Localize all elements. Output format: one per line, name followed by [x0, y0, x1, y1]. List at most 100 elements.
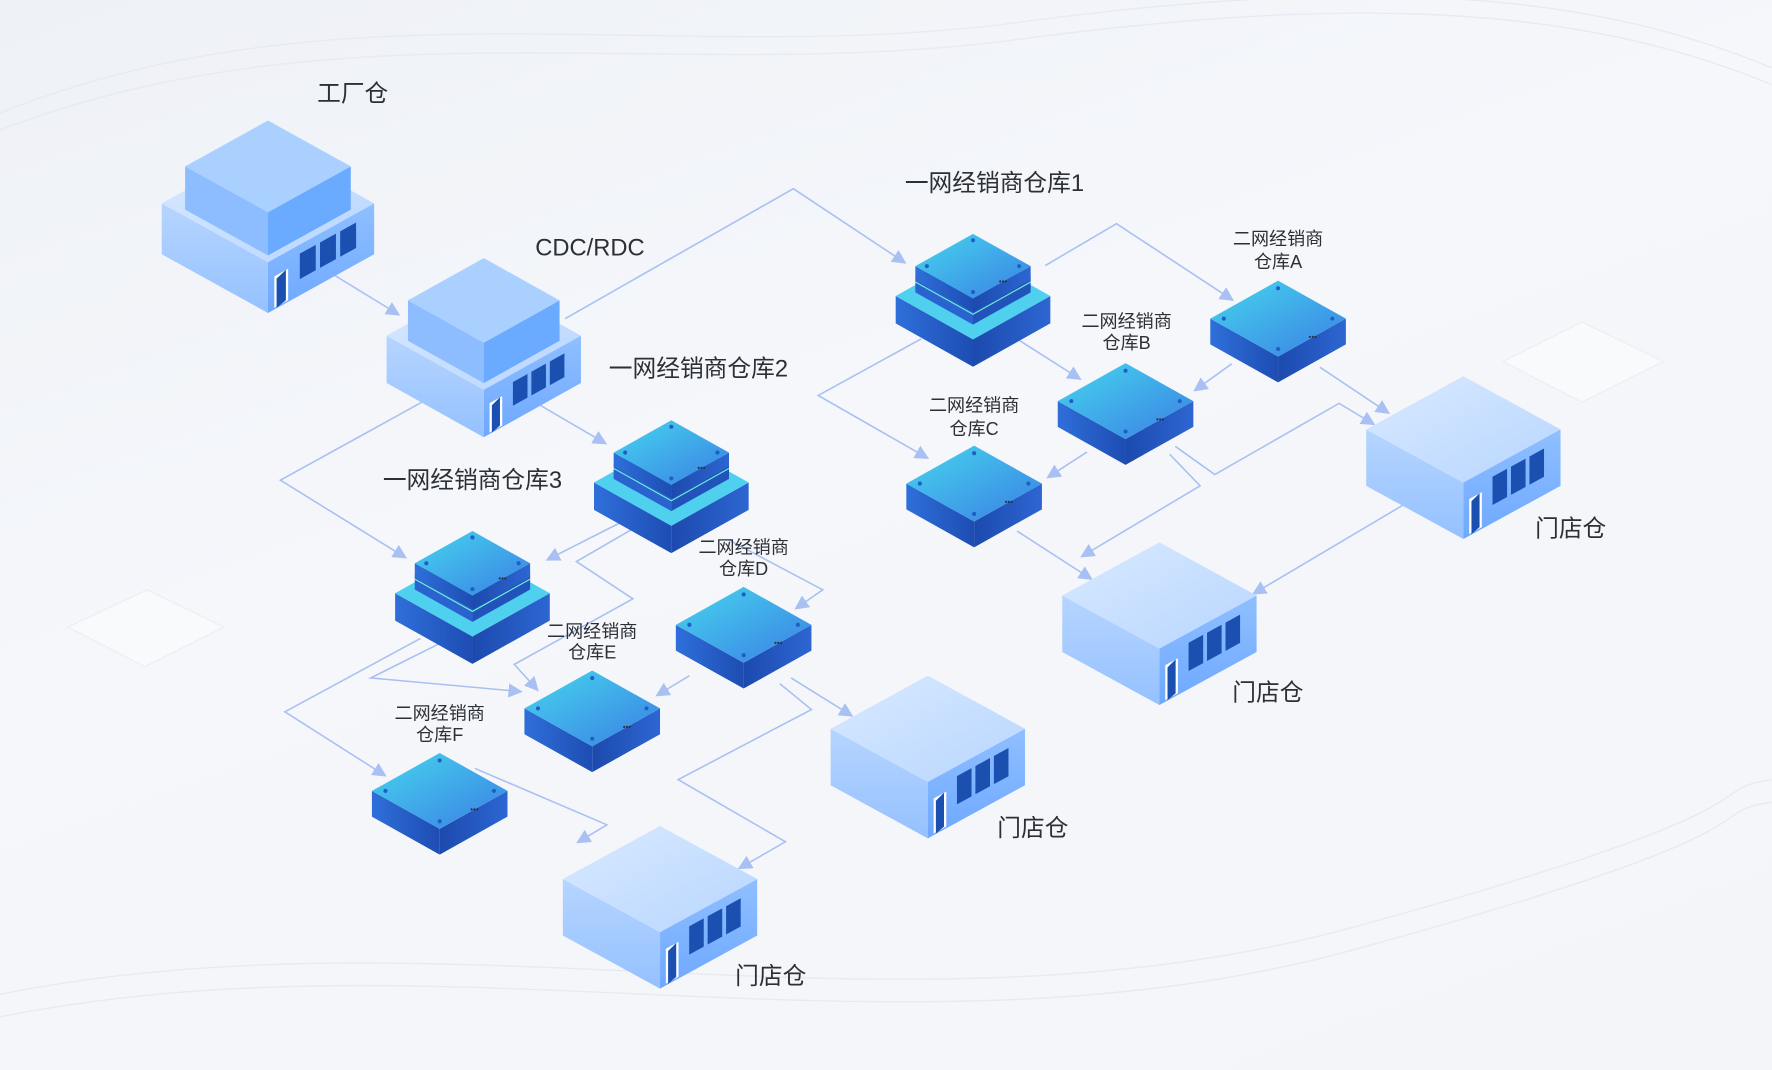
label-cdc-rdc: CDC/RDC [535, 235, 644, 261]
screw-icon [383, 788, 388, 793]
label-store-2: 门店仓 [1232, 680, 1303, 707]
connector-arrow [1044, 222, 1235, 301]
screw-icon [970, 238, 976, 243]
tier2-warehouse-a: ••• [1210, 280, 1346, 383]
status-lights-icon: ••• [470, 805, 479, 814]
label-store-4: 门店仓 [735, 963, 806, 990]
connector-arrow [1174, 402, 1376, 476]
connector-arrow [327, 270, 401, 316]
screw-icon [924, 264, 929, 269]
screw-icon [687, 622, 692, 627]
label-tier2-f-line1: 二网经销商 [395, 704, 485, 724]
tier1-warehouse-1: ••• [895, 233, 1051, 367]
window-icon [512, 353, 565, 406]
status-lights-icon: ••• [623, 722, 632, 731]
cdc-rdc-warehouse [386, 258, 581, 438]
connector-arrow [564, 187, 907, 320]
label-tier1-warehouse-2: 一网经销商仓库2 [609, 355, 788, 382]
store-warehouse-1 [1366, 376, 1561, 539]
upper-story [407, 258, 560, 384]
connector-arrow [283, 637, 421, 777]
connector-arrow [367, 643, 523, 698]
screw-icon [437, 758, 442, 763]
connector-arrow [816, 338, 930, 460]
connector-arrow [655, 674, 690, 697]
label-tier1-warehouse-1: 一网经销商仓库1 [905, 170, 1084, 197]
label-tier2-e-line1: 二网经销商 [547, 621, 637, 641]
screw-icon [470, 535, 475, 540]
screw-icon [424, 561, 429, 566]
screw-icon [590, 676, 595, 681]
screw-icon [644, 706, 649, 711]
connector-arrow [1016, 530, 1093, 581]
window-icon [299, 222, 357, 280]
connector-arrow [1319, 366, 1391, 414]
screw-icon [715, 450, 720, 455]
screw-icon [741, 592, 746, 597]
label-tier2-a-line2: 仓库A [1254, 252, 1303, 272]
screw-icon [1276, 346, 1281, 352]
screw-icon [1330, 316, 1335, 321]
label-tier2-a-line1: 二网经销商 [1233, 229, 1323, 249]
tier1-warehouse-2: ••• [593, 420, 749, 554]
screw-icon [1017, 264, 1022, 269]
screw-icon [1221, 316, 1226, 321]
connector-arrow [545, 521, 622, 561]
connector-arrow [1046, 451, 1088, 479]
connector-arrow [676, 682, 813, 870]
screw-icon [972, 451, 977, 456]
connector-arrow [1080, 453, 1202, 558]
window-icon [689, 898, 741, 955]
label-store-1: 门店仓 [1535, 516, 1606, 543]
edges [278, 187, 1408, 870]
label-tier2-b-line1: 二网经销商 [1082, 312, 1172, 332]
connector-arrow [474, 767, 609, 844]
screw-icon [1123, 429, 1128, 434]
status-lights-icon: ••• [697, 463, 706, 472]
label-tier2-c-line2: 仓库C [950, 419, 999, 439]
window-icon [1492, 448, 1545, 505]
tier1-warehouse-3: ••• [395, 531, 550, 664]
status-lights-icon: ••• [774, 639, 783, 648]
screw-icon [970, 289, 976, 295]
tier2-warehouse-c: ••• [906, 445, 1042, 548]
screw-icon [669, 424, 674, 429]
connector-arrow [728, 539, 825, 610]
screw-icon [1069, 399, 1074, 404]
label-tier2-b-line2: 仓库B [1103, 333, 1151, 353]
screw-icon [1026, 481, 1031, 486]
screw-icon [741, 653, 746, 658]
screw-icon [590, 736, 595, 741]
factory-warehouse [161, 120, 375, 313]
screw-icon [1276, 286, 1281, 291]
label-factory: 工厂仓 [317, 81, 388, 108]
screw-icon [535, 706, 541, 711]
screw-icon [1177, 399, 1182, 404]
status-lights-icon: ••• [1156, 415, 1165, 424]
screw-icon [972, 511, 977, 516]
screw-icon [795, 622, 800, 627]
tier2-warehouse-f: ••• [371, 752, 508, 855]
screw-icon [437, 819, 442, 824]
screw-icon [491, 788, 496, 793]
status-lights-icon: ••• [999, 277, 1008, 286]
background-waves [0, 0, 1772, 1018]
tier2-warehouse-e: ••• [524, 670, 661, 773]
label-tier2-d-line2: 仓库D [719, 559, 768, 579]
screw-icon [516, 561, 521, 566]
connector-arrow [536, 402, 608, 445]
tier2-warehouse-b: ••• [1057, 363, 1194, 465]
connector-arrow [790, 677, 854, 717]
label-tier2-e-line2: 仓库E [568, 643, 616, 663]
connector-arrow [1251, 502, 1408, 595]
label-store-3: 门店仓 [997, 815, 1068, 842]
screw-icon [669, 476, 674, 481]
connector-arrow [513, 528, 635, 692]
store-warehouse-3 [830, 675, 1025, 839]
label-tier2-c-line1: 二网经销商 [929, 395, 1019, 415]
status-lights-icon: ••• [498, 574, 507, 583]
status-lights-icon: ••• [1005, 497, 1014, 506]
window-icon [1188, 614, 1241, 672]
